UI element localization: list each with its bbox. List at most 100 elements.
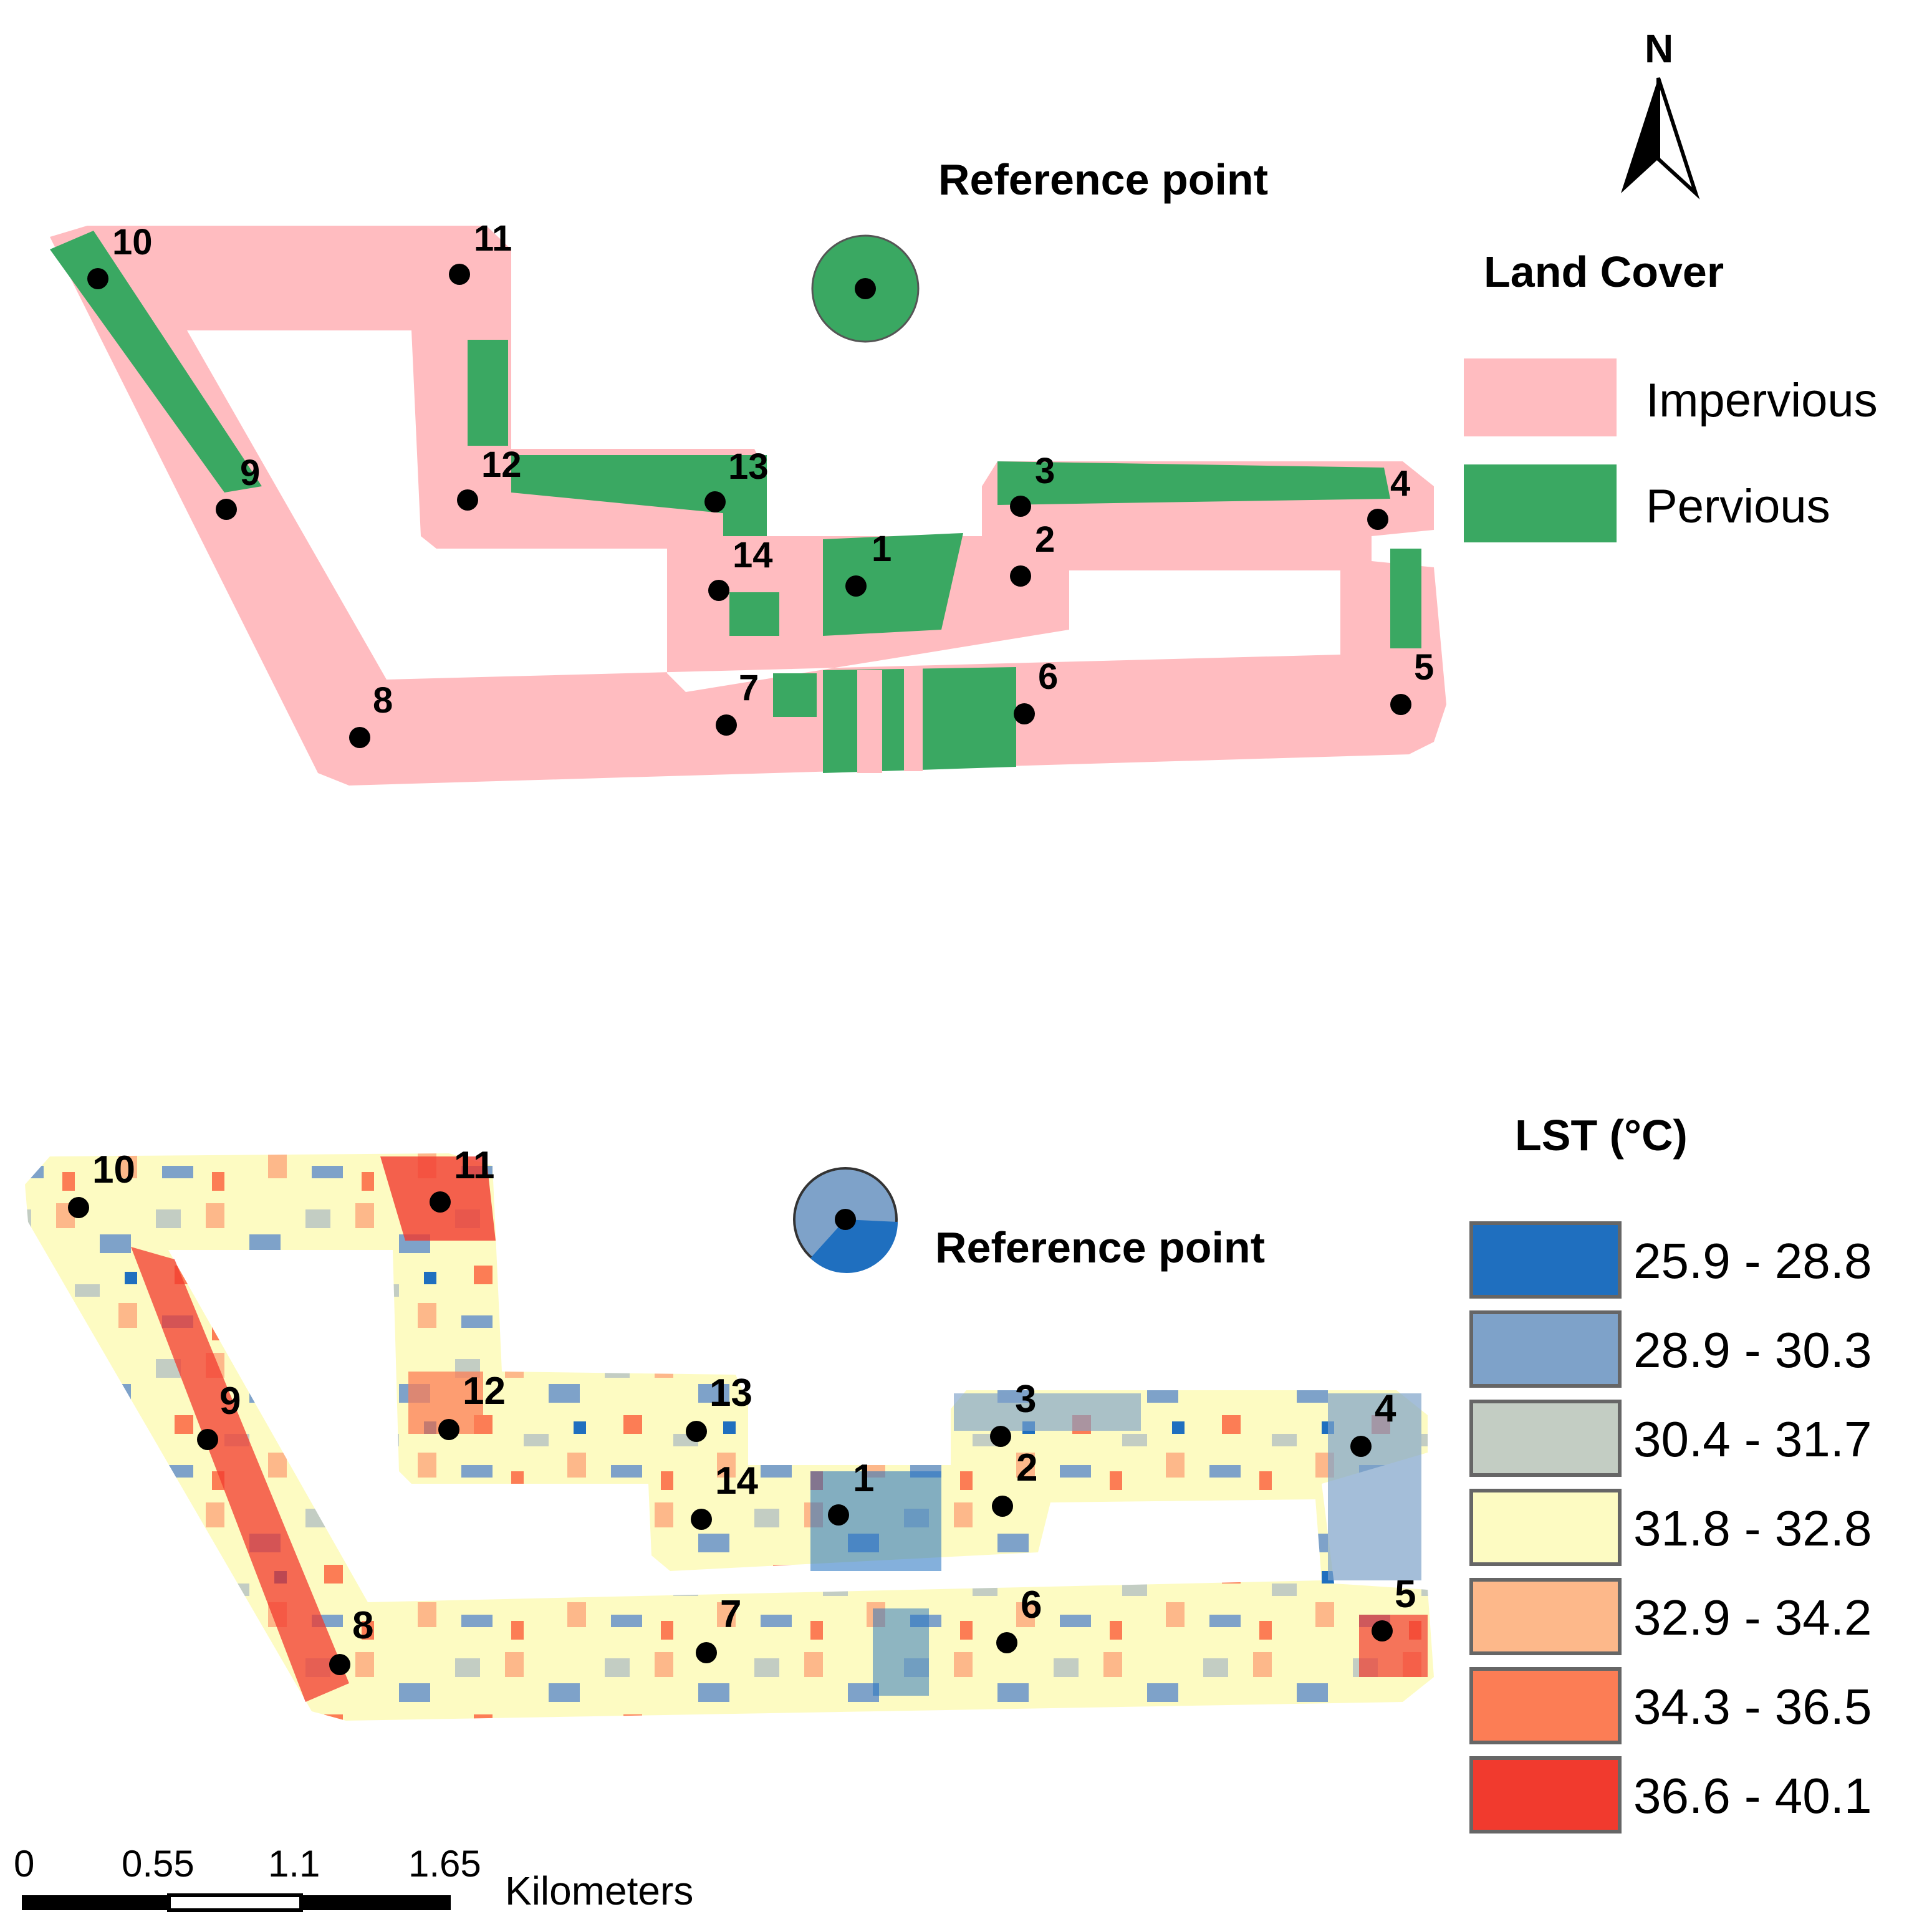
lst-legend-title: LST (°C)	[1515, 1111, 1688, 1160]
point-marker	[68, 1197, 89, 1218]
lst-label-4: 31.8 - 32.8	[1633, 1501, 1872, 1556]
lst-points: 1 2 3 4 5 6 7 8 9 10 11 12 13 14	[68, 1144, 1416, 1675]
scale-tick-label: 0	[14, 1843, 34, 1885]
point-label: 5	[1395, 1573, 1416, 1616]
point-marker	[449, 264, 470, 285]
lst-swatch-1	[1469, 1221, 1622, 1299]
land-cover-legend: Land Cover Impervious Pervious	[1464, 248, 1878, 542]
impervious-stripe-b	[904, 668, 923, 771]
north-label: N	[1645, 26, 1673, 71]
point-label: 13	[709, 1372, 752, 1415]
point-label: 6	[1038, 656, 1058, 697]
point-label: 1	[853, 1457, 874, 1500]
reference-label-bottom: Reference point	[935, 1223, 1265, 1272]
lst-label-2: 28.9 - 30.3	[1633, 1322, 1872, 1378]
point-marker	[696, 1642, 717, 1663]
point-marker	[430, 1191, 451, 1213]
north-arrow: N	[1621, 26, 1700, 199]
lst-swatch-6	[1469, 1667, 1622, 1744]
point-marker	[1010, 496, 1031, 517]
point-label: 1	[872, 529, 892, 569]
point-label: 7	[739, 668, 759, 708]
point-marker	[992, 1496, 1013, 1517]
lst-label-3: 30.4 - 31.7	[1633, 1411, 1872, 1467]
scale-tick-label: 1.1	[268, 1843, 320, 1885]
point-label: 8	[352, 1604, 373, 1647]
point-label: 11	[474, 218, 512, 259]
scale-bar: 0 0.55 1.1 1.65 Kilometers	[14, 1843, 693, 1913]
point-marker	[1010, 565, 1031, 587]
legend-title: Land Cover	[1484, 248, 1724, 296]
north-arrow-icon-right	[1656, 77, 1700, 199]
point-marker	[828, 1504, 849, 1526]
pervious-strip-10	[50, 231, 262, 493]
point-marker	[329, 1654, 350, 1675]
point-label: 14	[733, 535, 773, 575]
point-label: 12	[463, 1370, 506, 1413]
point-marker	[438, 1419, 459, 1440]
scale-tick-label: 1.65	[408, 1843, 481, 1885]
pervious-block-7	[773, 673, 817, 717]
point-label: 5	[1414, 647, 1434, 688]
point-label: 4	[1390, 463, 1410, 504]
legend-label-pervious: Pervious	[1646, 480, 1830, 533]
scale-bar-segment-1	[22, 1895, 169, 1910]
lst-swatch-2	[1469, 1310, 1622, 1388]
scale-bar-segment-3	[301, 1895, 451, 1910]
point-marker	[1372, 1620, 1393, 1641]
scale-tick-label: 0.55	[122, 1843, 195, 1885]
point-label: 3	[1035, 451, 1055, 491]
point-label: 9	[240, 453, 260, 493]
point-label: 2	[1035, 519, 1055, 560]
point-marker	[349, 727, 370, 748]
point-marker	[716, 714, 737, 736]
point-label: 10	[92, 1148, 135, 1191]
lst-label-5: 32.9 - 34.2	[1633, 1590, 1872, 1645]
point-label: 11	[454, 1144, 495, 1187]
pervious-block-13b	[723, 461, 767, 536]
lst-swatch-3	[1469, 1400, 1622, 1477]
point-marker	[1350, 1436, 1372, 1457]
land-cover-map: Reference point 1 2 3 4 5 6 7 8 9 10 11 …	[50, 155, 1446, 786]
point-label: 4	[1375, 1387, 1396, 1430]
north-arrow-icon	[1621, 78, 1658, 193]
lst-inner-hole	[168, 1250, 1322, 1602]
lst-cool-zone-3	[954, 1393, 1141, 1431]
point-label: 13	[728, 446, 769, 487]
lst-legend: LST (°C) 25.9 - 28.8 28.9 - 30.3 30.4 - …	[1469, 1111, 1872, 1833]
point-marker	[87, 268, 108, 289]
lst-swatch-5	[1469, 1578, 1622, 1655]
legend-swatch-pervious	[1464, 464, 1617, 542]
legend-label-impervious: Impervious	[1646, 374, 1878, 427]
pervious-block-14	[729, 592, 779, 636]
point-label: 8	[373, 680, 393, 721]
point-label: 6	[1021, 1584, 1042, 1627]
lst-map: Reference point 1 2 3 4 5 6 7 8 9 10 11 …	[25, 1144, 1434, 1721]
point-marker	[708, 580, 729, 601]
scale-bar-segment-2	[167, 1893, 303, 1912]
lst-hot-zone-5	[1359, 1615, 1428, 1677]
inner-hole-west	[187, 330, 1340, 692]
reference-circle-cool-part	[810, 1219, 898, 1274]
point-marker	[197, 1429, 218, 1450]
impervious-stripe-a	[857, 670, 882, 773]
reference-dot-bottom	[835, 1209, 856, 1230]
point-label: 14	[715, 1459, 758, 1502]
point-marker	[996, 1632, 1017, 1653]
lst-label-6: 34.3 - 36.5	[1633, 1679, 1872, 1734]
land-cover-points: 1 2 3 4 5 6 7 8 9 10 11 12 13 14	[87, 218, 1434, 748]
lst-hot-strip-west	[131, 1247, 349, 1702]
point-marker	[216, 499, 237, 520]
lst-cool-zone-6	[873, 1608, 929, 1696]
point-marker	[691, 1509, 712, 1530]
pervious-block-1	[823, 533, 963, 636]
point-marker	[845, 575, 867, 597]
pervious-block-12-13	[511, 455, 767, 517]
point-marker	[457, 489, 478, 511]
point-label: 2	[1016, 1446, 1037, 1489]
lst-cool-zone-4	[1328, 1393, 1421, 1580]
reference-label-top: Reference point	[938, 155, 1268, 204]
scale-unit: Kilometers	[505, 1868, 693, 1913]
pervious-strip-3-4	[997, 461, 1390, 505]
lst-swatch-7	[1469, 1756, 1622, 1833]
